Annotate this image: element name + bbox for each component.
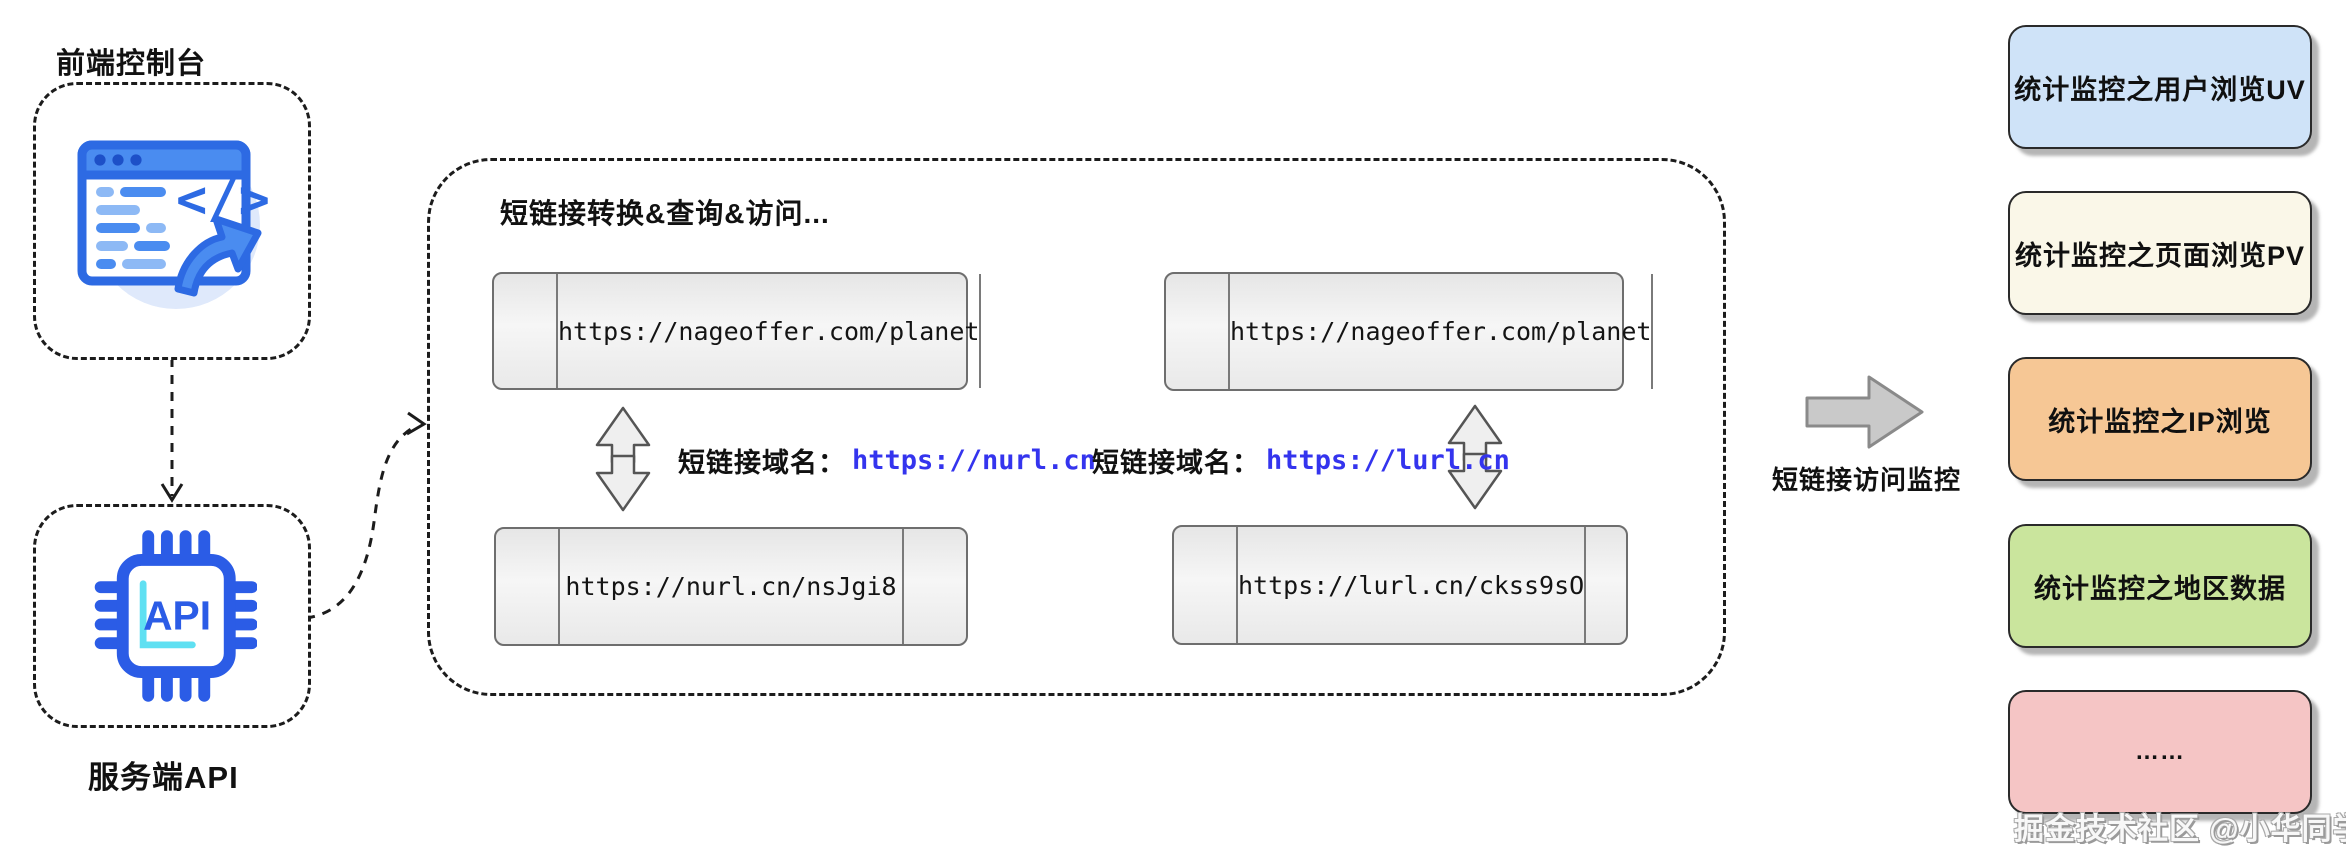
browser-code-icon: </> — [77, 140, 270, 309]
long-url-box-1: https://nageoffer.com/planet — [492, 272, 982, 390]
monitor-arrow-icon — [1805, 375, 1924, 449]
monitor-arrow-label: 短链接访问监控 — [1772, 465, 1962, 495]
short-url-box-1: https://nurl.cn/nsJgi8 — [494, 527, 968, 646]
domain-line-2: 短链接域名： https://lurl.cn — [1092, 441, 1510, 480]
frontend-to-api-arrow — [160, 358, 184, 503]
frontend-console-label: 前端控制台 — [56, 48, 207, 80]
server-api-label: 服务端API — [88, 760, 239, 795]
domain-label-2: 短链接域名： — [1092, 448, 1260, 478]
domain-label-1: 短链接域名： — [678, 448, 846, 478]
url-box-right-cap — [1584, 527, 1648, 643]
url-box-right-cap — [902, 529, 966, 644]
short-url-text-1: https://nurl.cn/nsJgi8 — [565, 572, 897, 601]
url-box-right-cap — [979, 274, 1043, 388]
watermark-text: 掘金技术社区 @小华同学ai — [2014, 813, 2346, 846]
long-url-box-2: https://nageoffer.com/planet — [1164, 272, 1654, 391]
url-box-left-cap — [496, 529, 560, 644]
short-url-text-2: https://lurl.cn/ckss9sO — [1238, 570, 1585, 600]
url-box-left-cap — [494, 274, 558, 388]
domain-url-1: https://nurl.cn — [852, 445, 1096, 476]
svg-text:API: API — [143, 593, 211, 639]
monitor-box-pv: 统计监控之页面浏览PV — [2008, 191, 2312, 315]
server-api-node: API — [33, 504, 311, 728]
monitor-box-ip: 统计监控之IP浏览 — [2008, 357, 2312, 481]
long-url-text-1: https://nageoffer.com/planet — [558, 316, 980, 346]
url-box-right-cap — [1651, 274, 1715, 389]
long-url-text-2: https://nageoffer.com/planet — [1230, 317, 1652, 346]
process-container-title: 短链接转换&查询&访问... — [500, 198, 830, 229]
api-to-process-arrow — [305, 411, 427, 620]
frontend-console-node: </> — [33, 82, 311, 360]
domain-url-2: https://lurl.cn — [1266, 445, 1510, 476]
url-box-left-cap — [1166, 274, 1230, 389]
domain-line-1: 短链接域名： https://nurl.cn — [678, 441, 1096, 480]
url-box-left-cap — [1174, 527, 1238, 643]
updown-arrow-2 — [1447, 404, 1503, 510]
api-chip-icon: API — [94, 530, 257, 702]
monitor-box-region: 统计监控之地区数据 — [2008, 524, 2312, 648]
monitor-box-uv: 统计监控之用户浏览UV — [2008, 25, 2312, 149]
monitor-box-more: …… — [2008, 690, 2312, 814]
short-url-box-2: https://lurl.cn/ckss9sO — [1172, 525, 1628, 645]
updown-arrow-1 — [595, 406, 651, 512]
